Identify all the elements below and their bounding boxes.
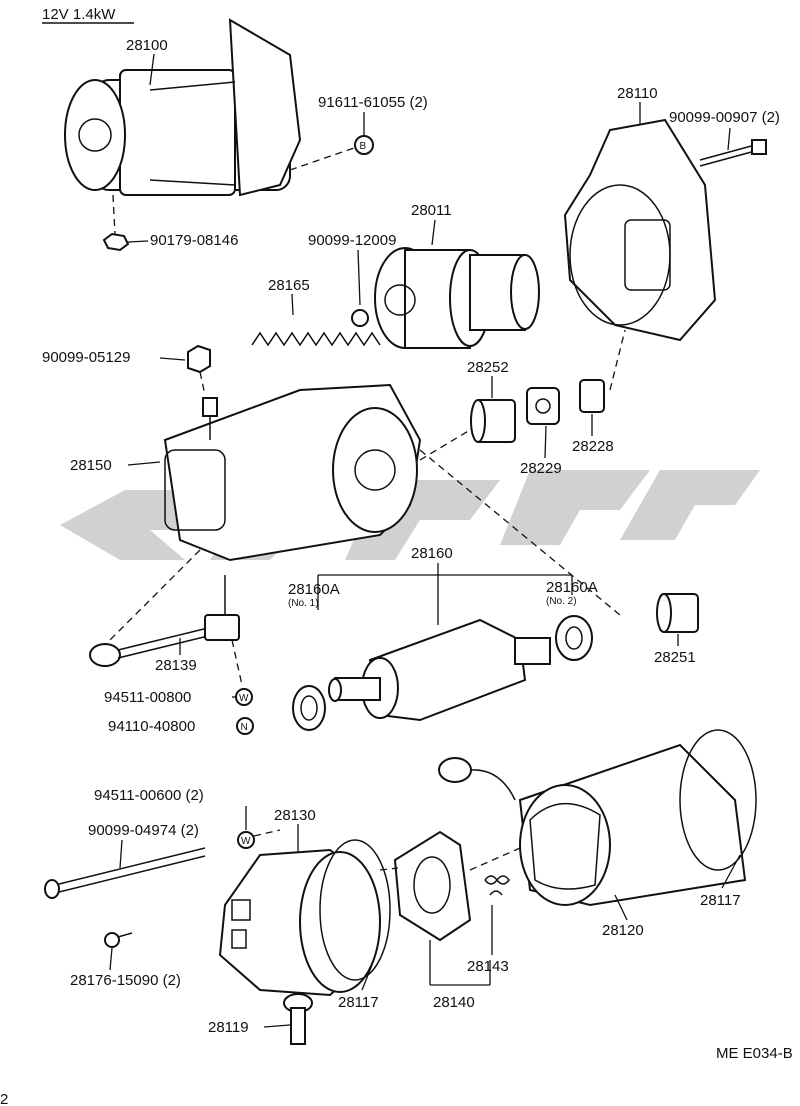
starter-assembly-28100 <box>64 18 302 197</box>
nut-90099-05129-icon <box>187 344 211 374</box>
diagram-code: ME E034-B <box>716 1045 793 1062</box>
o-ring-28117-b-icon <box>319 839 391 981</box>
label-28176-15090: 28176-15090 (2) <box>70 972 181 989</box>
marker-n-icon: N <box>236 717 254 735</box>
marker-w2-icon: W <box>237 831 255 849</box>
terminal-lead-28120-icon <box>438 757 516 801</box>
bolt-90099-00907-icon <box>699 139 767 167</box>
label-28160a-no1-note: (No. 1) <box>288 598 319 609</box>
svg-text:N: N <box>241 722 248 733</box>
label-91611-61055: 91611-61055 (2) <box>318 94 428 111</box>
commutator-end-frame-28130 <box>218 848 381 997</box>
marker-b-icon: B <box>354 135 374 155</box>
label-28160a-no2-note: (No. 2) <box>546 596 577 607</box>
label-28160a-no2: 28160A <box>546 579 598 596</box>
label-28011: 28011 <box>411 202 452 219</box>
label-94110-40800: 94110-40800 <box>108 718 195 735</box>
label-28160: 28160 <box>411 545 453 562</box>
marker-w-icon: W <box>235 688 253 706</box>
yoke-28120 <box>518 743 747 907</box>
label-28143: 28143 <box>467 958 509 975</box>
label-28251: 28251 <box>654 649 696 666</box>
spring-28165-icon <box>251 331 381 347</box>
bearing-28160a-no1-icon <box>292 685 326 731</box>
nut-90179-icon <box>102 232 130 252</box>
label-28160a-no1: 28160A <box>288 581 340 598</box>
label-90099-05129: 90099-05129 <box>42 349 130 366</box>
label-28119: 28119 <box>208 1019 249 1036</box>
label-28165: 28165 <box>268 277 310 294</box>
o-ring-28117-a-icon <box>679 729 757 871</box>
label-90099-04974: 90099-04974 (2) <box>88 822 199 839</box>
label-28130: 28130 <box>274 807 316 824</box>
label-28140: 28140 <box>433 994 475 1011</box>
label-28117-a: 28117 <box>700 892 741 909</box>
label-28229: 28229 <box>520 460 562 477</box>
label-90099-00907: 90099-00907 (2) <box>669 109 780 126</box>
clutch-28011 <box>374 247 540 349</box>
corner-mark: 2 <box>0 1091 8 1106</box>
label-28117-b: 28117 <box>338 994 379 1011</box>
label-28110: 28110 <box>617 85 658 102</box>
armature-28160 <box>328 618 551 722</box>
label-28139: 28139 <box>155 657 197 674</box>
roller-28228-icon <box>579 379 605 413</box>
magnetic-switch-28150 <box>163 383 422 562</box>
label-90099-12009: 90099-12009 <box>308 232 396 249</box>
label-28120: 28120 <box>602 922 644 939</box>
gear-28251-icon <box>656 593 699 633</box>
svg-text:B: B <box>360 141 367 152</box>
bolt-28119-icon <box>283 993 313 1045</box>
ball-90099-12009-icon <box>351 309 369 327</box>
spring-28143-icon <box>484 875 510 896</box>
label-28252: 28252 <box>467 359 509 376</box>
bearing-28160a-no2-icon <box>555 615 593 661</box>
label-28228: 28228 <box>572 438 614 455</box>
gear-28252-icon <box>470 399 516 443</box>
lead-wire-28139 <box>89 575 240 667</box>
label-94511-00800: 94511-00800 <box>104 689 191 706</box>
svg-text:W: W <box>241 836 251 847</box>
screw-28176-icon <box>104 932 133 948</box>
brush-holder-28140 <box>393 830 472 942</box>
retainer-28229-icon <box>526 387 560 425</box>
spec-label: 12V 1.4kW <box>42 6 116 23</box>
label-28100: 28100 <box>126 37 168 54</box>
drive-housing-28110 <box>563 118 717 342</box>
label-90179-08146: 90179-08146 <box>150 232 238 249</box>
label-28150: 28150 <box>70 457 112 474</box>
label-94511-00600: 94511-00600 (2) <box>94 787 204 804</box>
through-bolt-90099-04974-icon <box>44 847 206 899</box>
svg-text:W: W <box>239 693 249 704</box>
